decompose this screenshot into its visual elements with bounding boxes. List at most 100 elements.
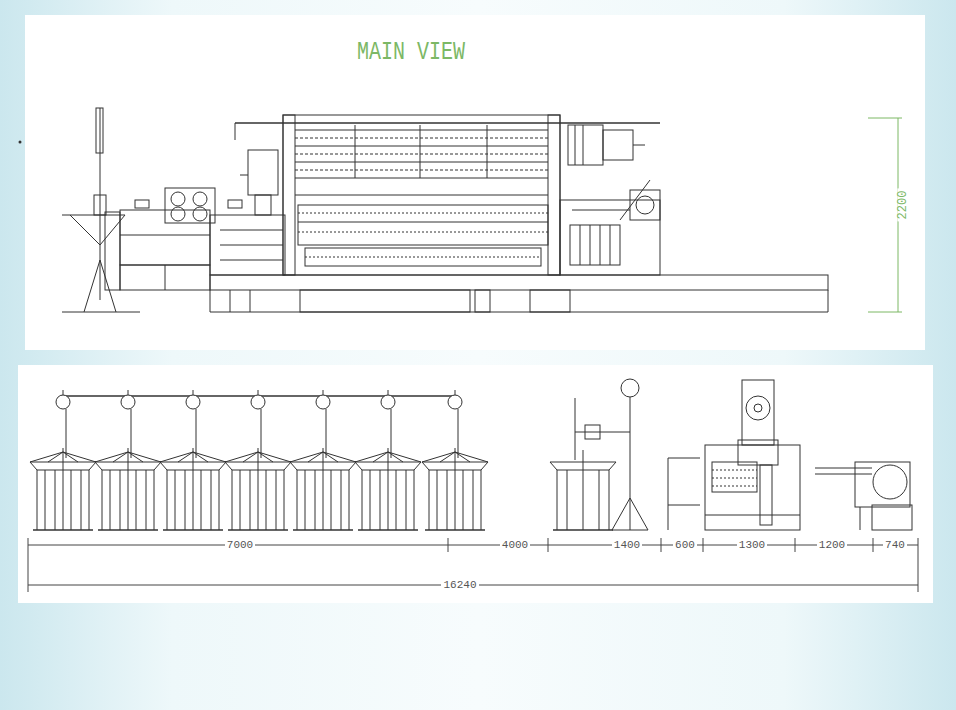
main-view-machine [295, 138, 548, 139]
dimension-value: 1200 [817, 540, 847, 551]
production-line [873, 465, 907, 499]
production-line [575, 398, 576, 460]
main-view-machine [636, 196, 654, 214]
main-view-machine [84, 260, 100, 312]
dimension-line [28, 538, 29, 592]
production-line [760, 465, 772, 525]
main-view-machine [475, 290, 490, 312]
dimension-value: 600 [673, 540, 697, 551]
main-view-machine [295, 170, 548, 171]
main-view-machine [295, 162, 548, 163]
production-line [575, 432, 630, 433]
main-view-machine [171, 192, 185, 206]
main-view-machine [298, 222, 548, 223]
main-view-machine [220, 260, 283, 261]
panel [18, 15, 933, 603]
production-line [553, 529, 613, 531]
main-view-machine [295, 130, 548, 131]
view-title: MAIN VIEW [357, 40, 465, 65]
main-view-machine [165, 265, 166, 290]
main-view-machine [96, 108, 103, 153]
main-view-machine [193, 207, 207, 221]
main-view-machine [298, 213, 548, 214]
main-view-machine [283, 115, 295, 275]
dimension-value: 740 [883, 540, 907, 551]
main-view-machine [62, 108, 828, 312]
main-view-machine [210, 215, 285, 275]
dimension-line [28, 538, 918, 592]
dimension-value: 16240 [441, 580, 478, 591]
main-view-machine [305, 248, 541, 266]
main-view-machine [583, 125, 584, 165]
main-view-machine [530, 290, 570, 312]
production-line [355, 390, 421, 530]
main-view-machine [420, 125, 421, 178]
dimension-line [868, 118, 902, 119]
production-line [705, 515, 800, 516]
main-view-machine [355, 125, 356, 178]
production-line [30, 390, 96, 530]
main-view-machine [100, 260, 116, 312]
panel [25, 15, 925, 350]
production-line [712, 478, 757, 479]
main-view-machine [295, 154, 548, 155]
main-view-machine [600, 225, 601, 265]
dimension-line [868, 312, 902, 313]
main-view-machine [575, 125, 576, 165]
main-view-machine [100, 215, 125, 245]
dimension-value: 1300 [737, 540, 767, 551]
panel [19, 141, 22, 144]
main-view-machine [580, 225, 581, 265]
main-view-machine [300, 290, 470, 312]
production-line [422, 390, 488, 530]
main-view-machine [220, 245, 283, 246]
main-view-machine [570, 225, 620, 265]
dimension-line [28, 545, 918, 546]
production-line [160, 390, 226, 530]
production-line [815, 474, 872, 475]
main-view-machine [828, 290, 829, 312]
main-view-machine [568, 125, 603, 165]
main-view-machine [228, 200, 242, 208]
production-line [860, 507, 861, 530]
dimension-line [795, 538, 796, 552]
dimension-line [873, 538, 874, 552]
main-view-machine [100, 108, 101, 300]
main-view-machine [62, 312, 140, 313]
production-line [95, 390, 161, 530]
dimension-value: 2200 [897, 188, 909, 221]
production-line [612, 498, 648, 530]
production-line [705, 445, 800, 530]
main-view-machine [165, 188, 215, 223]
main-view-machine [633, 145, 645, 146]
production-line [557, 470, 558, 530]
main-view-machine [70, 215, 100, 245]
dimension-line [661, 538, 662, 552]
production-line [630, 397, 631, 530]
main-view-machine [235, 123, 236, 140]
production-line [609, 470, 610, 530]
production-line [712, 486, 757, 487]
dimension-value: 1400 [612, 540, 642, 551]
main-view-machine [283, 115, 560, 275]
dimension-line [548, 538, 549, 552]
main-view-machine [105, 212, 120, 290]
dimension-value: 7000 [225, 540, 255, 551]
production-line [738, 440, 778, 465]
main-view-machine [94, 195, 106, 215]
main-view-machine [248, 150, 278, 195]
production-line [712, 462, 757, 492]
production-line [225, 390, 291, 530]
main-view-machine [548, 115, 560, 275]
production-line [815, 468, 872, 469]
production-line [668, 505, 700, 506]
production-line [668, 458, 669, 530]
main-view-machine [135, 200, 149, 208]
main-view-machine [295, 195, 548, 196]
dimension-line [448, 538, 449, 552]
main-view-machine [610, 225, 611, 265]
main-view-machine [210, 290, 211, 312]
main-view-machine [230, 290, 231, 312]
production-line [712, 470, 757, 471]
production-line [599, 470, 600, 530]
